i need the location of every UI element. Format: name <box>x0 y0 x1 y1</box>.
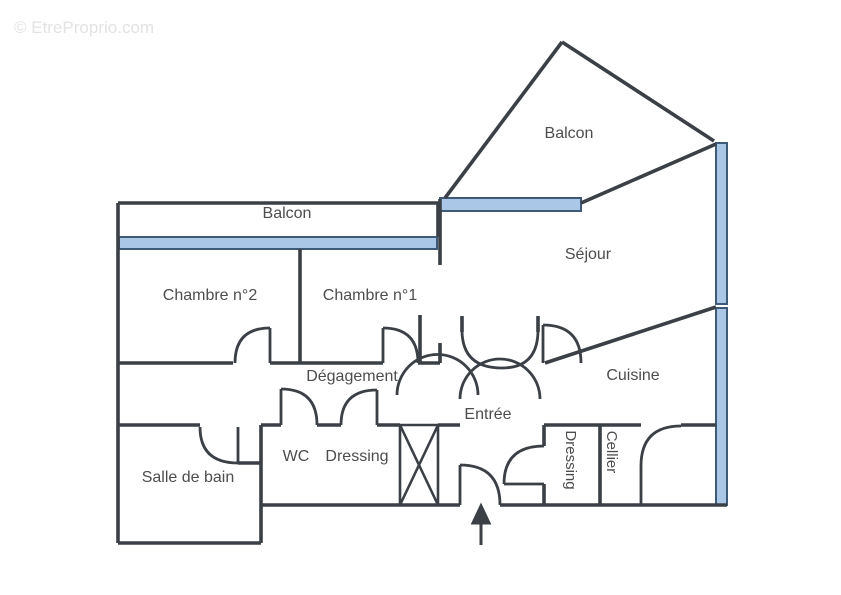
door-leaves <box>236 325 643 505</box>
walls-outline <box>116 40 727 545</box>
balcony-top-window-icon <box>439 197 582 212</box>
door-arcs <box>198 323 682 506</box>
room-label-dressing-entree: Dressing <box>562 430 579 489</box>
balcony-left-window-icon <box>118 236 438 250</box>
windows-group <box>118 142 728 506</box>
room-label-balcon-top: Balcon <box>545 125 594 142</box>
sejour-window-icon <box>715 142 728 305</box>
room-label-salle-de-bain: Salle de bain <box>142 469 235 486</box>
room-label-sejour: Séjour <box>565 246 612 263</box>
room-label-balcon-left: Balcon <box>263 205 312 222</box>
room-label-cuisine: Cuisine <box>606 367 659 384</box>
watermark-text: © EtreProprio.com <box>14 18 154 37</box>
room-label-chambre2: Chambre n°2 <box>163 287 258 304</box>
shaft-crossed-box-icon <box>398 423 440 507</box>
room-label-entree: Entrée <box>464 406 511 423</box>
cuisine-window-icon <box>715 307 728 506</box>
room-label-chambre1: Chambre n°1 <box>323 287 418 304</box>
room-label-wc: WC <box>283 448 310 465</box>
room-label-cellier: Cellier <box>603 431 620 474</box>
entrance-arrow-icon <box>470 502 492 545</box>
room-label-dressing-corridor: Dressing <box>325 448 388 465</box>
room-label-degagement: Dégagement <box>306 368 398 385</box>
